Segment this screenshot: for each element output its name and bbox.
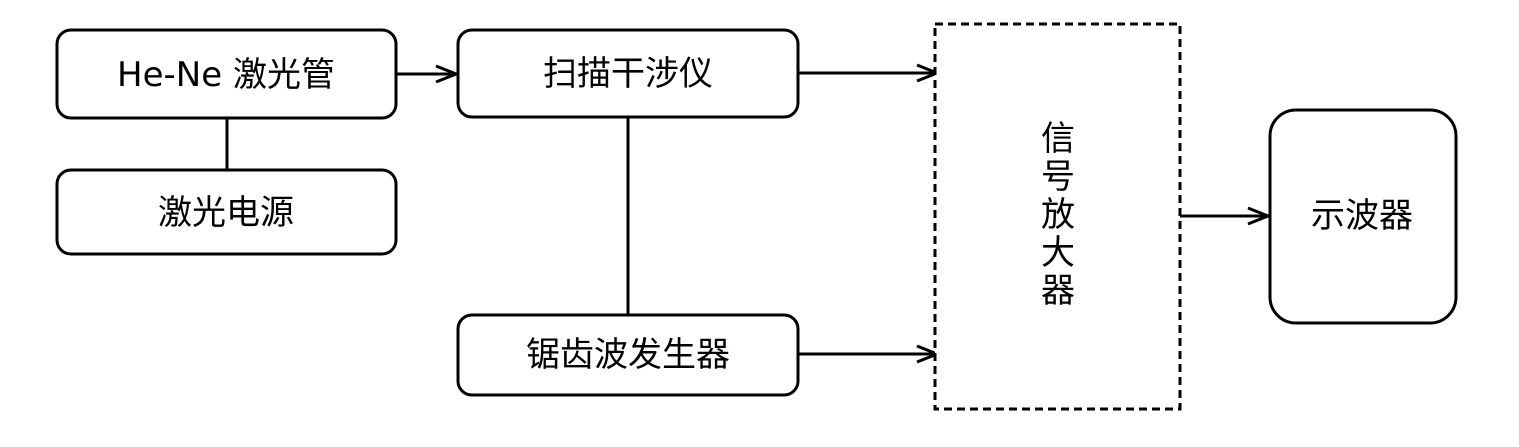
node-sawtooth-generator-label: 锯齿波发生器 xyxy=(526,335,730,375)
node-sawtooth-generator: 锯齿波发生器 xyxy=(456,313,800,397)
node-laser-power-label: 激光电源 xyxy=(158,193,294,233)
node-oscilloscope: 示波器 xyxy=(1268,108,1458,325)
node-signal-amplifier: 信号放大器 xyxy=(933,22,1182,411)
node-laser-power: 激光电源 xyxy=(55,168,398,256)
node-laser-tube-label: He-Ne 激光管 xyxy=(117,55,335,95)
node-scanning-interferometer: 扫描干涉仪 xyxy=(456,28,800,119)
node-laser-tube: He-Ne 激光管 xyxy=(55,28,398,120)
node-scanning-interferometer-label: 扫描干涉仪 xyxy=(543,54,713,94)
node-signal-amplifier-label: 信号放大器 xyxy=(1041,119,1075,311)
node-oscilloscope-label: 示波器 xyxy=(1311,196,1413,236)
